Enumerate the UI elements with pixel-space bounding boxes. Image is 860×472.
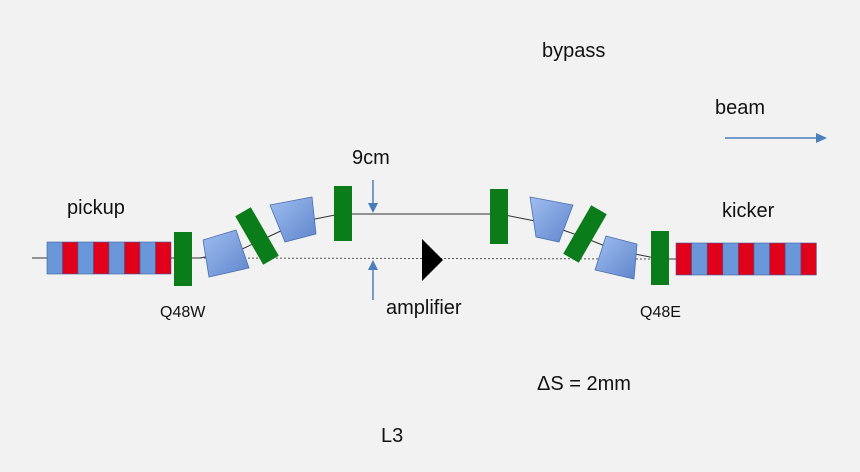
offset-arrow-bottom — [368, 260, 378, 300]
pickup-segments — [46, 241, 172, 275]
kicker-segment — [800, 242, 817, 276]
pickup-segment — [62, 241, 79, 275]
pickup-segment — [46, 241, 63, 275]
quad-q48w — [174, 232, 192, 286]
kicker-segments — [675, 242, 817, 276]
dipole-east-1 — [594, 235, 638, 280]
pickup-segment — [139, 241, 156, 275]
dipole-west-1 — [202, 229, 250, 278]
quad-east-2 — [563, 205, 607, 263]
kicker-segment — [706, 242, 724, 276]
kicker-segment — [691, 242, 708, 276]
quad-west-3 — [334, 186, 352, 241]
label-beam: beam — [715, 97, 765, 119]
label-kicker: kicker — [722, 200, 775, 222]
pickup-segment — [155, 241, 172, 275]
label-pickup: pickup — [67, 197, 125, 219]
pickup-segment — [93, 241, 110, 275]
pickup-segment — [77, 241, 94, 275]
kicker-segment — [769, 242, 786, 276]
dipole-east-2 — [529, 196, 574, 243]
kicker-segment — [738, 242, 755, 276]
quad-west-2 — [235, 207, 279, 265]
quad-east-3 — [490, 189, 508, 244]
dipole-west-2 — [269, 196, 317, 243]
kicker-segment — [784, 242, 802, 276]
kicker-segment — [753, 242, 770, 276]
quad-q48e — [651, 231, 669, 285]
label-section: L3 — [381, 425, 403, 447]
beam-direction-arrow — [725, 133, 827, 143]
pickup-segment — [124, 241, 141, 275]
label-quad-west: Q48W — [160, 304, 206, 321]
label-offset: 9cm — [352, 147, 390, 169]
label-delta-s: ΔS = 2mm — [537, 373, 631, 395]
kicker-segment — [722, 242, 739, 276]
direct-path — [199, 257, 661, 260]
kicker-segment — [675, 242, 692, 276]
offset-arrow-top — [368, 180, 378, 213]
amplifier-symbol — [422, 239, 443, 281]
label-bypass: bypass — [542, 40, 605, 62]
label-amplifier: amplifier — [386, 297, 462, 319]
label-quad-east: Q48E — [640, 304, 681, 321]
pickup-segment — [108, 241, 125, 275]
